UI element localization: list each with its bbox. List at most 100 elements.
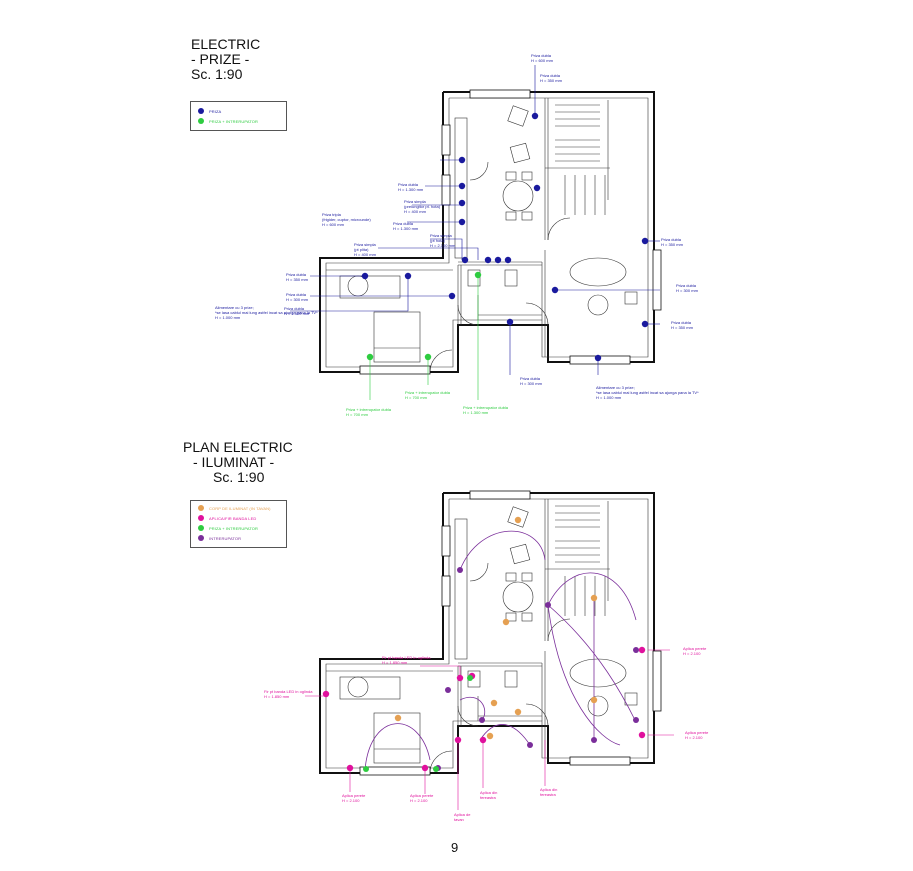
annotation-line: Aplica perete [685, 730, 709, 735]
legend-item: APLICA/FIR BANDA LED [198, 515, 256, 521]
legend-item: PRIZA + INTRERUPATOR [198, 118, 258, 124]
priza-intrerupator-dot-icon [198, 118, 204, 124]
annotation-line: H = 1.850 mm [264, 694, 290, 699]
plan-prize-walls [319, 89, 662, 375]
legend-item: CORP DE ILUMINAT (IN TAVAN) [198, 505, 271, 511]
annotation-line: (pt plita) [354, 247, 369, 252]
annotation-line: H = 400 mm [404, 209, 426, 214]
plan-iluminat-legend: CORP DE ILUMINAT (IN TAVAN) APLICA/FIR B… [190, 500, 287, 548]
annotation-line: Priza simpla [430, 233, 452, 238]
annotation-line: H = 2.100 [342, 798, 360, 803]
aplica-led-dot-icon [198, 515, 204, 521]
priza-intrerupator-markers [366, 271, 482, 361]
annotation-line: fereastra [540, 792, 556, 797]
title-line: Sc. 1:90 [191, 66, 243, 82]
legend-item: INTRERUPATOR [198, 535, 241, 541]
annotation-line: H = 600 mm [322, 222, 344, 227]
annotation-line: H = 350 mm [671, 325, 693, 330]
annotation-line: H = 350 mm [286, 277, 308, 282]
title-line: - ILUMINAT - [193, 454, 275, 470]
plan-iluminat-title: PLAN ELECTRIC - ILUMINAT - Sc. 1:90 [183, 440, 293, 485]
annotation-line: (frigider, cuptor, microunde) [322, 217, 371, 222]
annotation-line: (prelungitor pt. hota) [404, 204, 441, 209]
page-number: 9 [451, 840, 459, 855]
annotation-label: Alimentare cu 3 prize;*se lasa cablul ma… [596, 385, 699, 400]
annotation-line: H = 2.100 [683, 651, 701, 656]
annotation-line: Aplica din [540, 787, 558, 792]
annotation-label: Alimentare cu 3 prize;*se lasa cablul ma… [215, 305, 318, 320]
annotation-line: tavan [454, 817, 464, 822]
annotation-line: Aplica de [454, 812, 471, 817]
annotation-label: Priza simpla(prelungitor pt. hota)H = 40… [404, 199, 440, 214]
annotation-line: *se lasa cablul mai lung astfel incat sa… [596, 390, 699, 395]
annotation-line: Priza + intrerupator dubla [405, 390, 451, 395]
priza-intrerupator-dot-icon [198, 525, 204, 531]
annotation-line: H = 700 mm [346, 412, 368, 417]
annotation-line: Priza dubla [671, 320, 692, 325]
annotation-line: H = 2.100 [410, 798, 428, 803]
annotation-line: H = 1.300 mm [393, 226, 419, 231]
annotation-line: Priza dubla [661, 237, 682, 242]
annotation-line: Priza dubla [540, 73, 561, 78]
annotation-line: Priza dubla [284, 306, 305, 311]
annotation-line: (pt hota) [430, 238, 445, 243]
annotation-line: H = 350 mm [540, 78, 562, 83]
legend-item: PRIZA [198, 108, 221, 114]
annotation-line: Priza simpla [404, 199, 426, 204]
plan-prize-title: ELECTRIC - PRIZE - Sc. 1:90 [191, 37, 260, 82]
annotation-line: H = 300 mm [676, 288, 698, 293]
annotation-line: Aplica perete [683, 646, 707, 651]
annotation-line: Priza + intrerupator dubla [463, 405, 509, 410]
annotation-line: Fir pt banda LED in oglinda [264, 689, 313, 694]
annotation-line: Alimentare cu 3 prize; [215, 305, 254, 310]
annotation-line: Alimentare cu 3 prize; [596, 385, 635, 390]
annotation-line: H = 400 mm [354, 252, 376, 257]
annotation-line: H = 2.100 [685, 735, 703, 740]
legend-label: INTRERUPATOR [209, 535, 242, 541]
annotation-line: Priza dubla [393, 221, 414, 226]
annotation-line: H = 1.000 mm [596, 395, 622, 400]
annotation-label: Priza simpla(pt plita)H = 400 mm [354, 242, 376, 257]
legend-label: APLICA/FIR BANDA LED [209, 515, 257, 521]
intrerupator-markers [435, 567, 639, 771]
title-line: PLAN ELECTRIC [183, 439, 293, 455]
annotation-line: Priza dubla [520, 376, 541, 381]
annotation-line: H = 300 mm [286, 297, 308, 302]
legend-item: PRIZA + INTRERUPATOR [198, 525, 258, 531]
plan-prize-legend: PRIZA PRIZA + INTRERUPATOR [190, 101, 287, 131]
title-line: Sc. 1:90 [213, 469, 265, 485]
annotation-line: Priza simpla [354, 242, 376, 247]
annotation-line: H = 350 mm [661, 242, 683, 247]
annotation-line: Priza tripla [322, 212, 341, 217]
legend-label: PRIZA + INTRERUPATOR [209, 525, 259, 531]
annotation-line: Aplica din [480, 790, 498, 795]
title-line: ELECTRIC [191, 36, 261, 52]
annotation-line: fereastra [480, 795, 496, 800]
annotation-line: H = 1.300 mm [398, 187, 424, 192]
annotation-line: H = 300 mm [520, 381, 542, 386]
legend-label: PRIZA [209, 108, 222, 114]
annotation-line: H = 1.300 mm [284, 311, 310, 316]
priza-intrerupator-markers-bottom [363, 675, 473, 772]
annotation-label: Priza simpla(pt hota)H = 2.100 mm [430, 233, 455, 248]
aplica-markers [322, 646, 646, 772]
annotation-label: Priza tripla(frigider, cuptor, microunde… [322, 212, 371, 227]
